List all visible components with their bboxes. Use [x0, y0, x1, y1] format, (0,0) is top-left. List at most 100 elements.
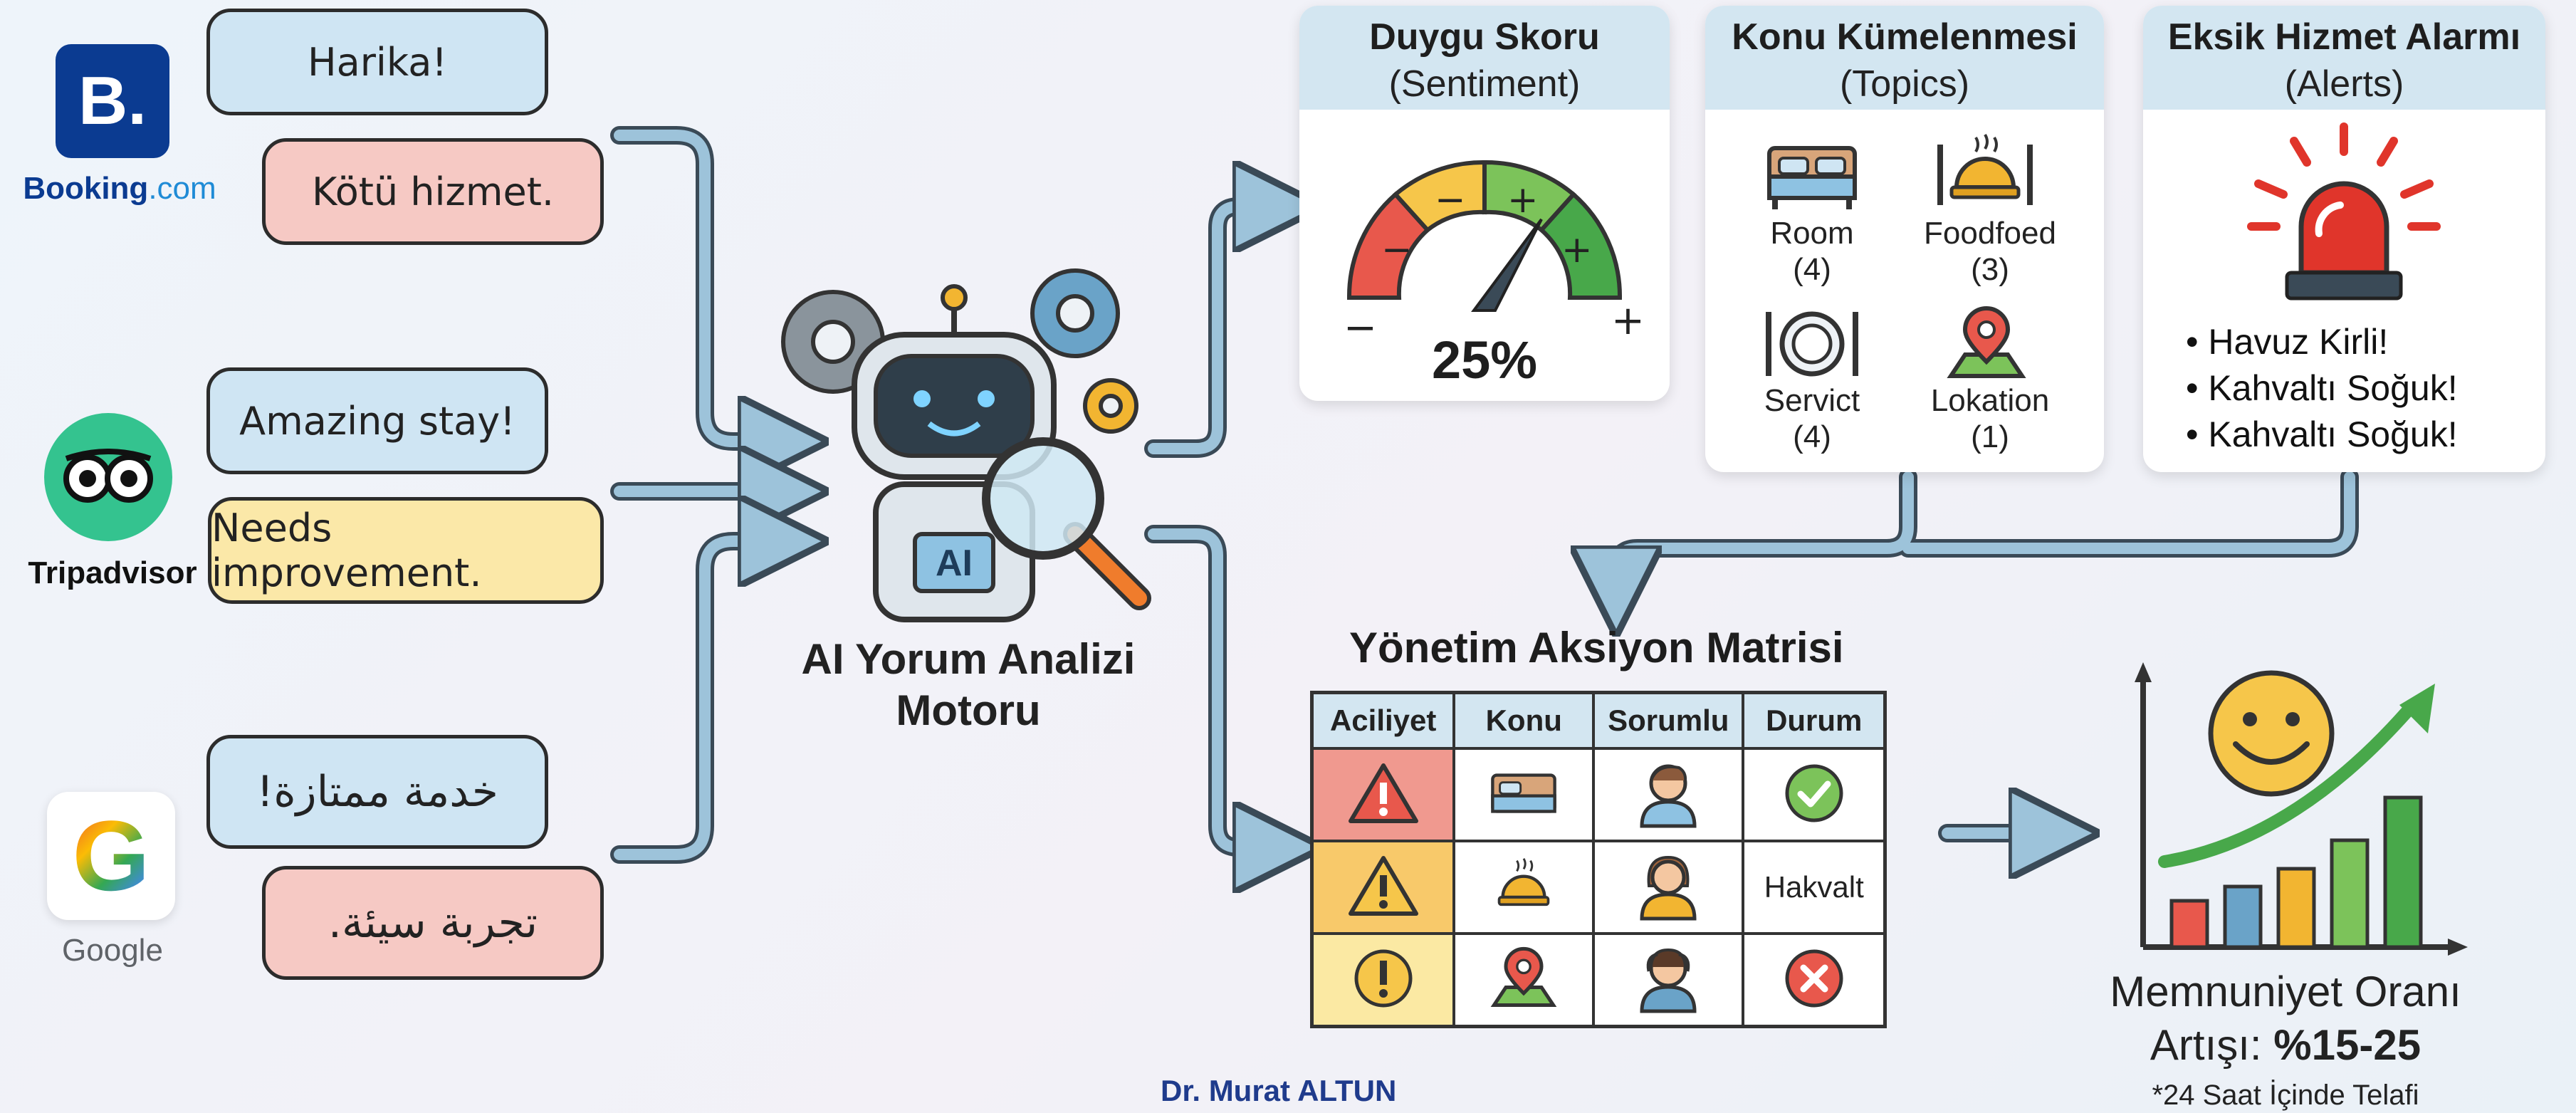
topics-card: Konu Kümelenmesi (Topics) Room (4) Foodf… [1705, 6, 2104, 472]
topic-food: Foodfoed (3) [1912, 216, 2068, 288]
gauge-sign-1: − [1381, 229, 1413, 271]
staff-avatar-icon [1640, 948, 1697, 1013]
exclamation-icon [1354, 949, 1413, 1007]
review-text: Amazing stay! [239, 398, 515, 444]
alarm-siren-icon [2247, 122, 2441, 301]
author-credit: Dr. Murat ALTUN [1161, 1074, 1397, 1107]
booking-wordmark: Booking.com [13, 171, 226, 207]
svg-text:AI: AI [936, 543, 973, 584]
booking-logo-letter: B. [78, 63, 147, 139]
topic-room: Room (4) [1734, 216, 1890, 288]
review-text: تجربة سيئة. [328, 898, 538, 948]
topic-cell [1452, 840, 1596, 935]
map-pin-icon [1947, 306, 2026, 378]
gauge-needle [1471, 218, 1543, 312]
sentiment-score: 25% [1431, 330, 1538, 390]
table-row: Hakvalt [1310, 840, 1887, 935]
alerts-card-subtitle: (Alerts) [2284, 63, 2404, 105]
owner-cell [1592, 840, 1745, 935]
x-icon [1785, 949, 1843, 1007]
staff-avatar-icon [1640, 764, 1697, 827]
topics-card-title: Konu Kümelenmesi [1732, 16, 2078, 58]
booking-logo: B. [56, 44, 169, 158]
gauge-minus-label: − [1344, 305, 1377, 351]
satisfaction-label: Memnuniyet Oranı Artışı: %15-25 *24 Saat… [2058, 965, 2513, 1113]
sentiment-card-header: Duygu Skoru (Sentiment) [1299, 6, 1670, 110]
topic-cell [1452, 747, 1596, 842]
gauge-sign-4: + [1561, 229, 1593, 271]
review-text: Harika! [308, 39, 447, 85]
tripadvisor-name: Tripadvisor [28, 555, 197, 590]
topic-location-count: (1) [1971, 419, 2009, 454]
review-bubble-google-positive: خدمة ممتازة! [206, 735, 548, 849]
topics-card-subtitle: (Topics) [1839, 63, 1970, 105]
food-icon [1937, 133, 2033, 205]
robot-icon: AI [781, 268, 1151, 622]
matrix-title: Yönetim Aksiyon Matrisi [1349, 624, 1844, 672]
action-matrix: Aciliyet Konu Sorumlu Durum [1310, 691, 1887, 1028]
satisfaction-line1: Memnuniyet Oranı [2110, 968, 2461, 1015]
google-logo: G [47, 792, 175, 920]
matrix-header-topic: Konu [1452, 691, 1596, 750]
status-cell [1742, 747, 1887, 842]
owl-eyes-icon [63, 449, 153, 503]
review-bubble-booking-positive: Harika! [206, 9, 548, 115]
alerts-card-header: Eksik Hizmet Alarmı (Alerts) [2143, 6, 2545, 110]
booking-name-part2: .com [148, 171, 216, 206]
gauge-sign-2: − [1435, 179, 1466, 221]
bed-icon [1491, 773, 1557, 813]
matrix-header-urgency: Aciliyet [1310, 691, 1456, 750]
warning-icon [1348, 855, 1418, 916]
sentiment-card: Duygu Skoru (Sentiment) − − + + − + 25% [1299, 6, 1670, 401]
booking-name-part1: Booking [23, 171, 149, 206]
google-name: Google [62, 933, 163, 968]
topic-service: Servict (4) [1734, 383, 1890, 455]
alerts-card: Eksik Hizmet Alarmı (Alerts) • Havuz Kir… [2143, 6, 2545, 472]
table-row [1310, 747, 1887, 842]
urgency-cell-medium [1310, 840, 1456, 935]
review-text: خدمة ممتازة! [256, 767, 498, 817]
alerts-card-title: Eksik Hizmet Alarmı [2167, 16, 2521, 58]
review-text: Needs improvement. [211, 506, 482, 595]
matrix-header-status: Durum [1742, 691, 1887, 750]
review-bubble-tripadvisor-positive: Amazing stay! [206, 367, 548, 474]
growth-chart-icon [2135, 662, 2468, 956]
table-row [1310, 932, 1887, 1028]
tripadvisor-logo [44, 413, 172, 541]
review-bubble-tripadvisor-negative: Needs improvement. [208, 497, 604, 604]
satisfaction-note: *24 Saat İçinde Telafi [2152, 1080, 2419, 1111]
gauge-plus-label: + [1611, 298, 1645, 344]
topic-location: Lokation (1) [1912, 383, 2068, 455]
satisfaction-value: %15-25 [2273, 1021, 2421, 1069]
topic-food-count: (3) [1971, 251, 2009, 287]
check-icon [1785, 764, 1843, 822]
ai-engine-label-line1: AI Yorum Analizi [801, 635, 1136, 683]
urgency-cell-high [1310, 747, 1456, 842]
topic-food-name: Foodfoed [1924, 216, 2056, 251]
matrix-header-owner: Sorumlu [1592, 691, 1745, 750]
bed-icon [1767, 146, 1857, 209]
alert-item: • Kahvaltı Soğuk! [2186, 368, 2458, 408]
topics-card-header: Konu Kümelenmesi (Topics) [1705, 6, 2104, 110]
alert-item: • Havuz Kirli! [2186, 322, 2389, 362]
owner-cell [1592, 932, 1745, 1028]
urgency-cell-low [1310, 932, 1456, 1028]
satisfaction-line2: Artışı: %15-25 [2058, 1018, 2513, 1072]
plate-icon [1766, 311, 1858, 377]
ai-engine-label-line2: Motoru [896, 686, 1041, 734]
topic-service-name: Servict [1764, 383, 1860, 418]
ai-engine-illustration: AI [769, 256, 1168, 627]
review-bubble-google-negative: تجربة سيئة. [262, 866, 604, 980]
topic-service-count: (4) [1793, 419, 1831, 454]
sentiment-card-subtitle: (Sentiment) [1388, 63, 1581, 105]
google-logo-letter: G [73, 798, 150, 914]
sentiment-card-title: Duygu Skoru [1369, 16, 1600, 58]
owner-cell [1592, 747, 1745, 842]
matrix-header-row: Aciliyet Konu Sorumlu Durum [1310, 691, 1887, 750]
food-icon [1497, 857, 1550, 906]
topic-room-name: Room [1770, 216, 1854, 251]
staff-avatar-icon [1640, 855, 1697, 920]
review-bubble-booking-negative: Kötü hizmet. [262, 138, 604, 245]
alerts-list: • Havuz Kirli! • Kahvaltı Soğuk! • Kahva… [2186, 319, 2542, 458]
